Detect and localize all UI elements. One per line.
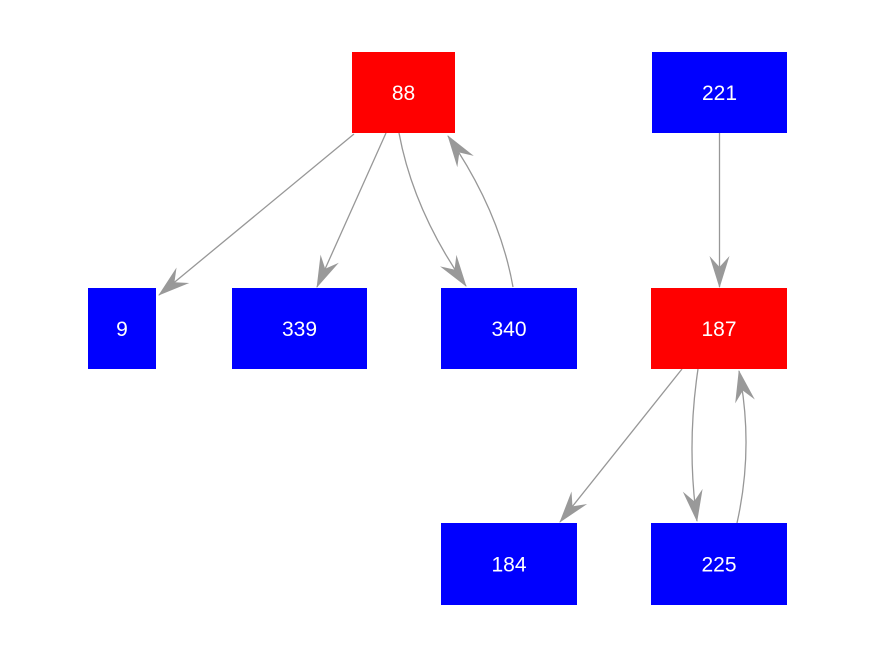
edge-88-to-339 — [316, 132, 387, 288]
node-340-box — [441, 288, 577, 369]
node-340: 340 — [441, 288, 577, 369]
node-184: 184 — [441, 523, 577, 605]
node-88-box — [352, 52, 455, 133]
node-225-box — [651, 523, 787, 605]
edge-340-to-88 — [447, 135, 514, 288]
node-225-label: 225 — [701, 554, 736, 577]
edge-187-to-225 — [682, 368, 703, 522]
edge-88-to-340 — [398, 132, 467, 287]
node-221-label: 221 — [702, 82, 737, 105]
node-339-box — [232, 288, 367, 369]
node-9-label: 9 — [116, 318, 128, 341]
node-339-label: 339 — [282, 318, 317, 341]
node-340-label: 340 — [491, 318, 526, 341]
edge-88-to-9 — [158, 133, 355, 296]
node-187-box — [651, 288, 787, 369]
node-88: 88 — [352, 52, 455, 133]
node-339: 339 — [232, 288, 367, 369]
node-221-box — [652, 52, 787, 133]
node-225: 225 — [651, 523, 787, 605]
node-184-box — [441, 523, 577, 605]
node-9-box — [88, 288, 156, 369]
node-184-label: 184 — [491, 554, 526, 577]
node-221: 221 — [652, 52, 787, 133]
node-9: 9 — [88, 288, 156, 369]
node-187-label: 187 — [701, 318, 736, 341]
edge-187-to-184 — [559, 368, 683, 523]
node-88-label: 88 — [392, 82, 415, 105]
node-187: 187 — [651, 288, 787, 369]
edge-225-to-187 — [735, 370, 755, 524]
